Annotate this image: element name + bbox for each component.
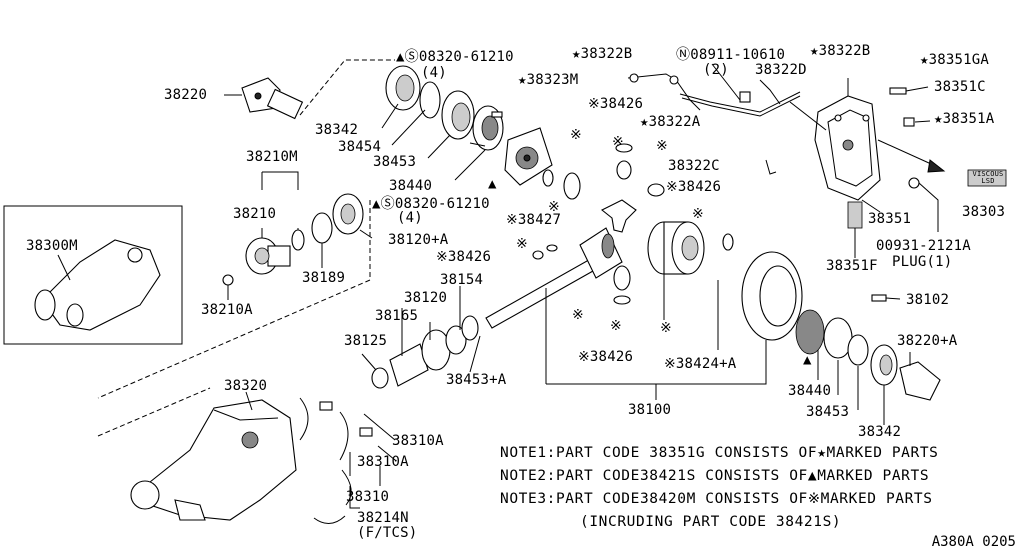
label-38342-r: 38342: [858, 424, 902, 440]
label-viscous-lsd: VISCOUS LSD: [972, 170, 1004, 185]
label-38220: 38220: [164, 87, 208, 103]
note-3: NOTE3:PART CODE38420M CONSISTS OF※MARKED…: [500, 491, 933, 507]
housing-38320: [130, 399, 297, 521]
label-38426-d: ※38426: [578, 349, 634, 365]
label-38440-r: 38440: [788, 383, 832, 399]
label-bolt-mid-qty: (4): [397, 210, 423, 226]
label-38120A: 38120+A: [388, 232, 449, 248]
mark-x8: ※: [660, 320, 672, 336]
label-38100: 38100: [628, 402, 672, 418]
label-38351GA: ★38351GA: [920, 52, 990, 68]
label-38453A: 38453+A: [446, 372, 507, 388]
note-2: NOTE2:PART CODE38421S CONSISTS OF▲MARKED…: [500, 468, 930, 484]
note-1: NOTE1:PART CODE 38351G CONSISTS OF★MARKE…: [500, 445, 939, 461]
label-38214N: 38214N: [357, 510, 409, 526]
label-38453: 38453: [373, 154, 417, 170]
label-nut-08911: Ⓝ08911-10610: [676, 47, 786, 63]
label-38440: 38440: [389, 178, 433, 194]
label-38351F: 38351F: [826, 258, 878, 274]
label-nut-qty: (2): [703, 62, 729, 78]
label-38125: 38125: [344, 333, 388, 349]
label-38189: 38189: [302, 270, 346, 286]
note-3-sub: (INCRUDING PART CODE 38421S): [580, 514, 842, 530]
carrier-38300M: [34, 239, 161, 331]
label-38214N-sub: (F/TCS): [357, 525, 418, 541]
label-38351A: ★38351A: [934, 111, 995, 127]
bearing-set-right: [795, 309, 941, 401]
label-bolt-top-qty: (4): [421, 65, 447, 81]
label-38310: 38310: [346, 489, 390, 505]
mark-x4: ※: [692, 206, 704, 222]
label-bolt-top: ▲Ⓢ08320-61210: [396, 49, 514, 65]
cover-38351: [814, 95, 881, 201]
label-38322C: 38322C: [668, 158, 720, 174]
label-38322D: 38322D: [755, 62, 807, 78]
diff-case: [504, 127, 553, 186]
mark-x5: ※: [516, 236, 528, 252]
diagram-ref-code: A380A 0205: [931, 534, 1016, 550]
label-38426-c: ※38426: [436, 249, 492, 265]
mark-x6: ※: [572, 307, 584, 323]
mark-t1: ▲: [488, 176, 497, 192]
label-38303: 38303: [962, 204, 1006, 220]
label-38426-a: ※38426: [588, 96, 644, 112]
mark-x3: ※: [656, 138, 668, 154]
label-38323M: ★38323M: [518, 72, 579, 88]
label-38310A-1: 38310A: [392, 433, 444, 449]
pinion-shaft: [485, 227, 623, 329]
label-38102: 38102: [906, 292, 950, 308]
label-38165: 38165: [375, 308, 419, 324]
mark-x1: ※: [570, 127, 582, 143]
mark-t3: ▲: [803, 352, 812, 368]
ring-gear: [741, 251, 803, 341]
label-38351C: 38351C: [934, 79, 986, 95]
label-38351: 38351: [868, 211, 912, 227]
label-38453-r: 38453: [806, 404, 850, 420]
label-38322B-left: ★38322B: [572, 46, 633, 62]
label-38342: 38342: [315, 122, 359, 138]
label-38154: 38154: [440, 272, 484, 288]
label-38424A: ※38424+A: [664, 356, 737, 372]
label-bolt-mid: ▲Ⓢ08320-61210: [372, 196, 490, 212]
label-38120: 38120: [404, 290, 448, 306]
bearing-set-upper: [385, 65, 504, 151]
mark-x7: ※: [610, 318, 622, 334]
label-38454: 38454: [338, 139, 382, 155]
breather-hose: [627, 73, 801, 117]
label-38210: 38210: [233, 206, 277, 222]
label-38427: ※38427: [506, 212, 562, 228]
flange-38220: [224, 77, 304, 120]
label-plug-name: PLUG(1): [892, 254, 953, 270]
label-38426-b: ※38426: [666, 179, 722, 195]
label-plug-code: 00931-2121A: [876, 238, 971, 254]
mark-x2: ※: [548, 199, 560, 215]
flange-38210: [245, 237, 291, 275]
label-38322A: ★38322A: [640, 114, 701, 130]
label-38210A: 38210A: [201, 302, 253, 318]
label-38300M: 38300M: [26, 238, 78, 254]
mark-x9: ※: [612, 134, 624, 150]
label-38220A: 38220+A: [897, 333, 958, 349]
label-38210M: 38210M: [246, 149, 298, 165]
label-38310A-2: 38310A: [357, 454, 409, 470]
pinion-bearings: [371, 315, 479, 389]
spacer-38424: [647, 221, 705, 275]
label-38320: 38320: [224, 378, 268, 394]
inset-frame: [3, 205, 183, 345]
label-38322B-right: ★38322B: [810, 43, 871, 59]
